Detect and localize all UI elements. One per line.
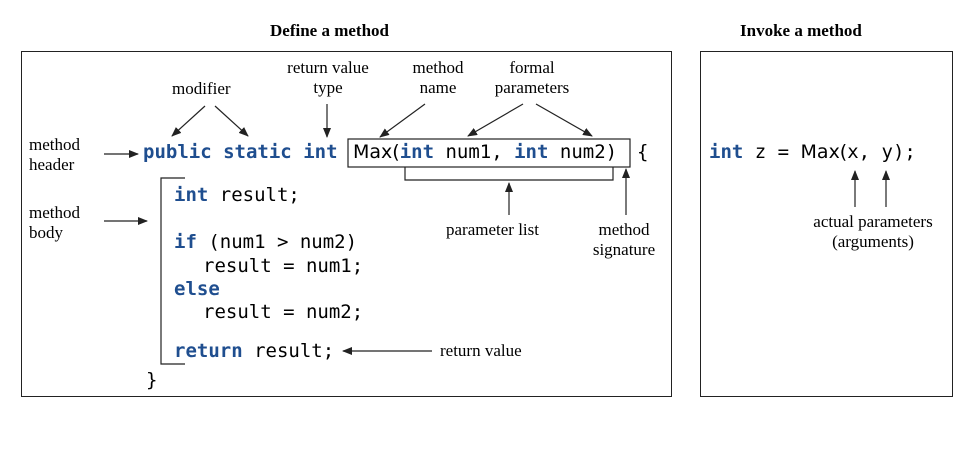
define-heading: Define a method: [270, 21, 389, 40]
method-body-label: method body: [29, 203, 80, 243]
return-value-type-line2: type: [313, 78, 343, 97]
keyword-return: return: [174, 340, 243, 362]
formal-parameters-line2: parameters: [494, 78, 570, 97]
actual-parameters-line2: (arguments): [832, 232, 914, 251]
code-line-int-result-rest: result;: [208, 184, 300, 206]
define-panel: [21, 51, 672, 397]
actual-parameters-label: actual parameters (arguments): [785, 212, 961, 252]
invoke-heading: Invoke a method: [740, 21, 862, 40]
keyword-public: public: [143, 141, 212, 163]
param1-text: num1,: [434, 141, 515, 163]
modifier-arrow-public: [171, 105, 206, 137]
return-value-label: return value: [440, 341, 522, 360]
param2-text: num2): [548, 141, 618, 163]
invoke-assign-text: z =: [743, 141, 801, 163]
actual-parameters-line1: actual parameters: [813, 212, 933, 231]
method-header-line1: method: [29, 135, 80, 154]
method-name-text: Max(: [353, 141, 400, 163]
signature-box: [347, 138, 631, 168]
parameter-list-bracket: [404, 167, 614, 181]
method-body-bracket: [160, 177, 185, 365]
open-brace: {: [637, 141, 649, 163]
method-signature-code: Max(int num1, int num2): [353, 141, 617, 163]
keyword-else: else: [174, 278, 220, 300]
code-line-if-rest: (num1 > num2): [196, 231, 358, 253]
formal-params-arrow-1: [467, 103, 524, 137]
code-line-if: if (num1 > num2): [174, 231, 357, 253]
code-line-else: else: [174, 278, 220, 300]
modifier-label: modifier: [172, 79, 231, 98]
keyword-static: static: [223, 141, 292, 163]
code-line-return: return result;: [174, 340, 334, 362]
invoke-panel: [700, 51, 953, 397]
return-value-type-label: return value type: [275, 58, 381, 98]
close-brace: }: [146, 369, 158, 391]
method-header-line2: header: [29, 155, 75, 174]
code-line-assign1: result = num1;: [203, 255, 364, 277]
return-value-type-line1: return value: [287, 58, 369, 77]
method-name-line1: method: [412, 58, 464, 77]
formal-params-arrow-2: [535, 103, 593, 137]
code-line-int-result: int result;: [174, 184, 300, 206]
method-name-arrow: [379, 103, 426, 138]
invoke-args-text: x, y);: [847, 141, 916, 163]
method-signature-line2: signature: [592, 240, 656, 259]
keyword-int-local: int: [174, 184, 209, 206]
method-name-line2: name: [419, 78, 457, 97]
code-line-return-rest: result;: [242, 340, 335, 362]
method-body-line2: body: [29, 223, 63, 242]
method-signature-label: method signature: [583, 220, 665, 260]
method-header-code: public static int: [143, 141, 338, 163]
method-signature-line1: method: [598, 220, 650, 239]
invoke-keyword-int: int: [709, 141, 744, 163]
keyword-if: if: [174, 231, 197, 253]
parameter-list-label: parameter list: [446, 220, 539, 239]
method-header-label: method header: [29, 135, 80, 175]
code-line-assign2: result = num2;: [203, 301, 364, 323]
method-name-label: method name: [404, 58, 472, 98]
formal-parameters-label: formal parameters: [480, 58, 584, 98]
method-body-line1: method: [29, 203, 80, 222]
keyword-int-return: int: [303, 141, 338, 163]
keyword-int-param1: int: [399, 141, 435, 163]
keyword-int-param2: int: [514, 141, 549, 163]
invoke-code: int z = Max(x, y);: [709, 141, 916, 163]
invoke-call-name: Max(: [800, 141, 848, 163]
formal-parameters-line1: formal: [509, 58, 555, 77]
modifier-arrow-static: [214, 105, 249, 137]
